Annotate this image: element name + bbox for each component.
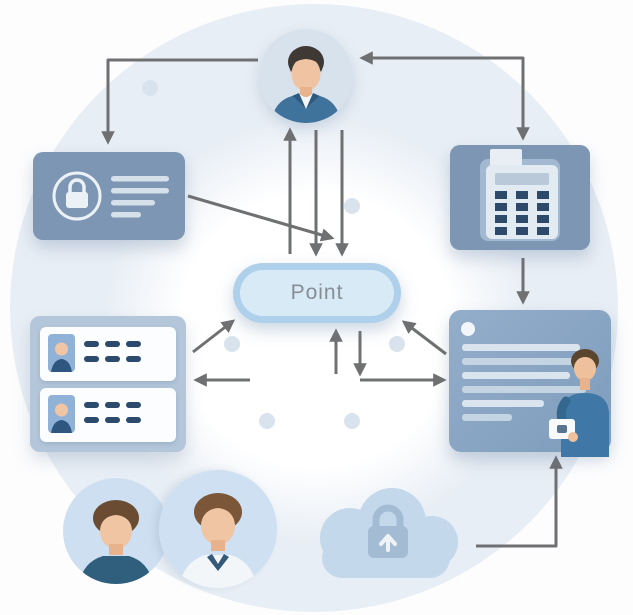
id-card-fields	[84, 341, 141, 371]
arrow-credential-card-to-point	[187, 194, 335, 242]
background-dot	[344, 198, 360, 214]
field-dash	[105, 356, 120, 362]
background-dot	[142, 80, 158, 96]
text-line	[462, 358, 595, 365]
field-dash	[84, 356, 99, 362]
text-line	[462, 344, 580, 351]
bullet-dot	[461, 322, 475, 336]
field-dash	[105, 417, 120, 423]
field-dash	[84, 341, 99, 347]
portrait-icon	[48, 395, 75, 433]
field-dash	[126, 402, 141, 408]
background-dot	[389, 336, 405, 352]
id-card	[40, 327, 176, 381]
user-avatar-right	[159, 470, 277, 588]
person-with-card	[543, 345, 618, 457]
field-dash	[126, 356, 141, 362]
lock-icon	[52, 171, 169, 221]
arrow-document-panel-to-point	[401, 320, 447, 356]
id-cards-panel	[30, 316, 186, 452]
text-line	[462, 386, 586, 393]
field-dash	[84, 417, 99, 423]
point-label: Point	[290, 281, 344, 304]
field-dash	[84, 402, 99, 408]
cloud-storage	[300, 480, 472, 578]
field-dash	[126, 341, 141, 347]
cloud-lock-icon	[320, 488, 458, 578]
person-icon	[63, 478, 169, 584]
field-dash	[126, 417, 141, 423]
field-dash	[105, 402, 120, 408]
background-dot	[224, 336, 240, 352]
text-line	[462, 414, 512, 421]
portrait-icon	[48, 334, 75, 372]
arrow-user-calculator-card	[359, 51, 530, 141]
point-node: Point	[233, 263, 401, 323]
arrow-cloud-to-document-panel	[476, 455, 563, 548]
calculator-card	[450, 145, 590, 250]
arrow-user-to-credential-card	[101, 58, 258, 145]
person-icon	[159, 470, 277, 588]
user-avatar-top	[259, 29, 353, 123]
text-line	[462, 400, 544, 407]
id-card	[40, 388, 176, 442]
background-dot	[259, 413, 275, 429]
point-node-inner: Point	[240, 270, 394, 316]
text-line	[462, 372, 570, 379]
person-icon	[259, 29, 353, 123]
calculator-icon	[480, 149, 560, 241]
field-dash	[105, 341, 120, 347]
credential-card	[33, 152, 185, 240]
background-dot	[344, 413, 360, 429]
id-card-fields	[84, 402, 141, 432]
arrow-id-panel-to-point	[192, 319, 236, 354]
person-with-card-icon	[549, 349, 609, 457]
user-avatar-left	[63, 478, 169, 584]
